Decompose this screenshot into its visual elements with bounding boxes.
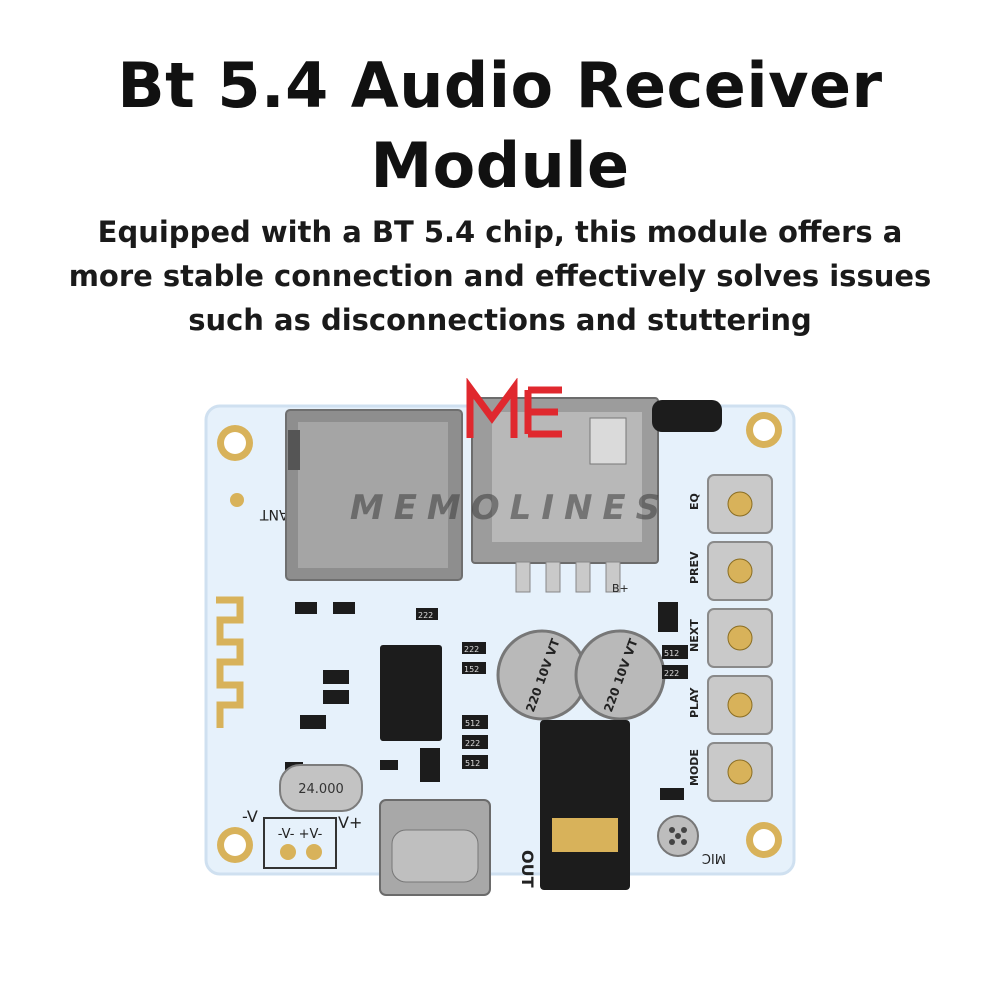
brand-logo-mark [466,378,562,438]
title-line-2: Module [370,129,630,202]
terminal-label: -V- +V- [278,827,323,842]
pcb-antenna-trace [216,596,244,728]
resistor-code-4: 512 [465,719,480,728]
smd-components [285,602,688,800]
button-label-prev: PREV [688,551,701,584]
power-plus-label: V+ [338,813,362,832]
fm-antenna-pad [230,493,244,507]
ir-receiver [652,400,722,432]
battery-label: B+ [612,582,629,595]
power-terminal [263,817,337,869]
resistor-code-5: 222 [465,739,480,748]
resistor-code-7: 512 [664,649,679,658]
button-prev [707,541,773,601]
usb-pins [515,561,621,593]
page-title: Bt 5.4 Audio Receiver Module [0,46,1000,206]
button-label-next: NEXT [688,619,701,652]
capacitor-right: 220 10V VT [574,629,666,721]
resistor-code-6: 512 [465,759,480,768]
title-line-1: Bt 5.4 Audio Receiver [117,49,883,122]
button-next [707,608,773,668]
mounting-holes [217,412,782,863]
audio-jack [540,720,630,890]
product-description: Equipped with a BT 5.4 chip, this module… [68,215,932,337]
tactile-buttons [707,474,773,802]
resistor-code-2: 222 [464,645,479,654]
output-label: OUT [518,850,537,888]
resistor-code-3: 152 [464,665,479,674]
audio-receiver-board-photo: FM_ANT EQ PREV NEXT PLAY MODE 220 10V VT… [204,397,796,896]
mic-label: MIC [702,850,726,865]
button-label-mode: MODE [688,749,701,786]
button-mode [707,742,773,802]
crystal-oscillator [279,764,363,812]
button-label-play: PLAY [688,686,701,718]
power-minus-label: -V [242,807,258,826]
crystal-label: 24.000 [298,782,344,797]
button-eq [707,474,773,534]
main-ic-chip [380,645,442,741]
resistor-code-1: 222 [418,611,433,620]
button-play [707,675,773,735]
capacitor-left: 220 10V VT [496,629,588,721]
watermark-text: MEMOLINES [349,488,671,528]
resistor-code-8: 222 [664,669,679,678]
button-label-eq: EQ [688,493,701,510]
